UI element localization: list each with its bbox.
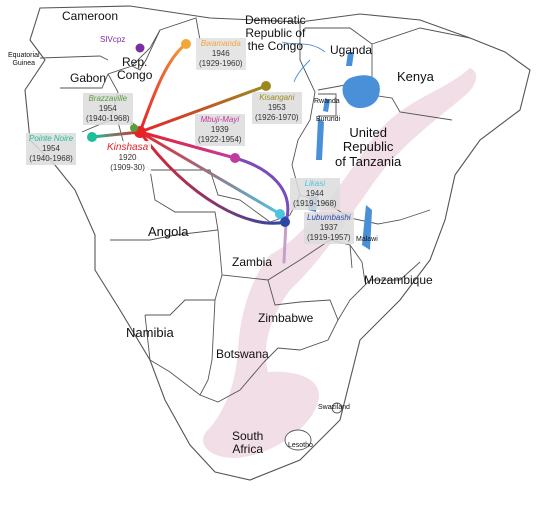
- label-swaziland: Swaziland: [318, 404, 350, 411]
- route-likasi: [138, 130, 282, 216]
- route-mbuji-mayi: [138, 130, 237, 160]
- card-pointe-noire: Pointe Noire 1954 (1940-1968): [26, 133, 77, 165]
- city-range: (1929-1960): [199, 59, 243, 68]
- city-name: Kisangani: [259, 93, 295, 102]
- label-drc: Democratic Republic of the Congo: [245, 13, 306, 54]
- label-botswana: Botswana: [216, 347, 269, 361]
- city-markers: [87, 39, 290, 227]
- city-range: (1922-1954): [198, 135, 242, 144]
- label-south-africa: South Africa: [232, 429, 264, 457]
- marker-kisangani: [261, 81, 271, 91]
- city-name: Likasi: [304, 179, 326, 188]
- marker-lubumbashi: [280, 217, 290, 227]
- card-bwamanda: Bwamanda 1946 (1929-1960): [196, 38, 246, 70]
- city-range: (1919-1957): [307, 233, 351, 242]
- route-south: [282, 220, 288, 264]
- city-name: Lubumbashi: [307, 213, 351, 222]
- label-cameroon: Cameroon: [62, 9, 119, 23]
- city-year: 1946: [211, 49, 230, 58]
- city-year: 1937: [319, 223, 338, 232]
- route-pointe-noire: [90, 130, 142, 139]
- city-range: (1926-1970): [255, 113, 299, 122]
- route-lubumbashi: [138, 130, 287, 225]
- city-name: Bwamanda: [200, 39, 241, 48]
- city-range: (1919-1968): [293, 199, 337, 208]
- label-rwanda: Rwanda: [314, 98, 340, 105]
- label-uganda: Uganda: [330, 43, 373, 57]
- card-kisangani: Kisangani 1953 (1926-1970): [252, 92, 302, 124]
- city-range: (1940-1968): [86, 114, 130, 123]
- rivers: [281, 41, 326, 83]
- city-name: Brazzaville: [88, 94, 128, 103]
- marker-likasi: [275, 209, 285, 219]
- city-year: 1944: [305, 189, 324, 198]
- card-brazzaville: Brazzaville 1954 (1940-1968): [83, 93, 133, 125]
- label-gabon: Gabon: [70, 71, 107, 85]
- city-range: (1909-30): [110, 163, 145, 172]
- marker-pointe-noire: [87, 132, 97, 142]
- label-rep-congo: Rep. Congo: [117, 55, 153, 83]
- marker-bwamanda: [181, 39, 191, 49]
- route-kisangani: [138, 84, 268, 134]
- label-kenya: Kenya: [397, 69, 434, 84]
- lake-malawi: [362, 205, 372, 250]
- lake-albert: [346, 52, 354, 66]
- lake-victoria: [342, 75, 380, 109]
- label-burundi: Burundi: [316, 116, 341, 123]
- city-year: 1953: [267, 103, 286, 112]
- city-name: Mbuji-Mayi: [200, 115, 240, 124]
- label-equatorial-guinea: Equatorial Guinea: [8, 52, 40, 67]
- label-zimbabwe: Zimbabwe: [258, 311, 314, 325]
- card-likasi: Likasi 1944 (1919-1968): [290, 178, 340, 210]
- city-name: Kinshasa: [107, 142, 149, 153]
- label-tanzania: United Republic of Tanzania: [335, 125, 402, 169]
- label-sivcpz: SIVcpz: [100, 35, 126, 44]
- marker-mbuji-mayi: [230, 153, 240, 163]
- sivcpz-marker: [135, 43, 145, 53]
- card-kinshasa: Kinshasa 1920 (1909-30): [104, 141, 152, 174]
- card-mbuji-mayi: Mbuji-Mayi 1939 (1922-1954): [195, 114, 245, 146]
- card-lubumbashi: Lubumbashi 1937 (1919-1957): [304, 212, 354, 244]
- city-year: 1939: [210, 125, 229, 134]
- lake-kivu: [323, 98, 330, 112]
- city-year: 1954: [98, 104, 117, 113]
- label-zambia: Zambia: [232, 255, 273, 269]
- route-bwamanda: [138, 42, 188, 134]
- city-name: Pointe Noire: [29, 134, 74, 143]
- label-namibia: Namibia: [126, 325, 174, 340]
- city-year: 1920: [118, 153, 137, 162]
- migration-band: [203, 68, 477, 458]
- lesotho-outline: [284, 429, 312, 451]
- label-malawi: Malawi: [356, 236, 378, 243]
- label-lesotho: Lesotho: [288, 442, 313, 449]
- marker-brazzaville: [130, 124, 138, 132]
- city-range: (1940-1968): [29, 154, 73, 163]
- label-mozambique: Mozambique: [364, 273, 433, 287]
- city-year: 1954: [42, 144, 60, 153]
- route-mbuji-lubumbashi: [233, 156, 290, 224]
- label-angola: Angola: [148, 224, 189, 239]
- swaziland-outline: [331, 402, 343, 414]
- lake-tanganyika: [316, 118, 324, 160]
